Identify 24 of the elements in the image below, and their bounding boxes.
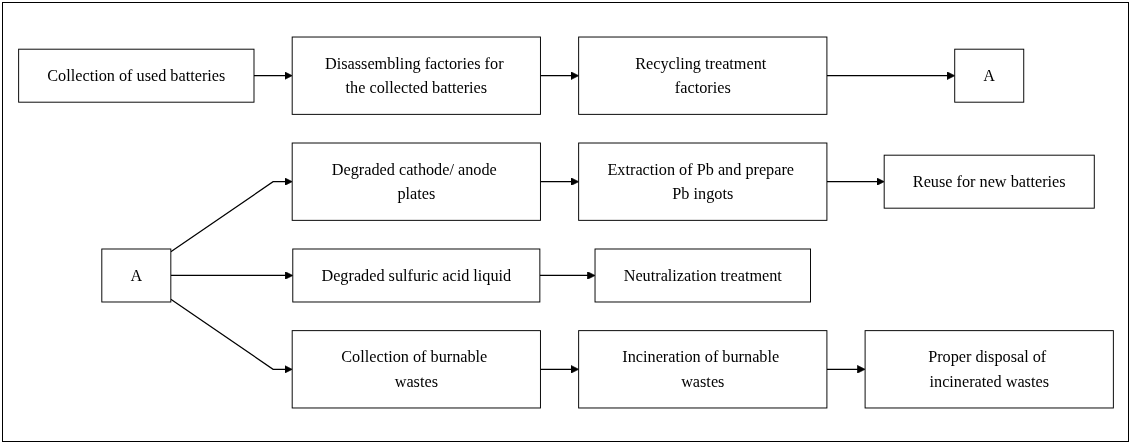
node-box [577,142,827,221]
node-box [291,142,541,221]
node-box [594,248,811,302]
arrow [825,71,955,80]
node-box [291,36,541,115]
arrow [825,364,865,373]
arrow [169,177,293,252]
node-box [883,154,1095,209]
arrow [538,270,595,280]
node-box [577,36,827,115]
node-box [17,48,254,103]
arrow [539,71,579,80]
node-box [577,329,827,408]
node-box [864,329,1114,408]
arrow [169,270,293,280]
node-box [291,248,540,302]
arrow [252,71,293,80]
node-box [953,48,1024,103]
arrow [539,177,579,186]
node-box [100,248,171,302]
arrow [539,364,579,373]
arrow [825,177,885,186]
arrow [169,298,293,373]
node-box [291,329,541,408]
